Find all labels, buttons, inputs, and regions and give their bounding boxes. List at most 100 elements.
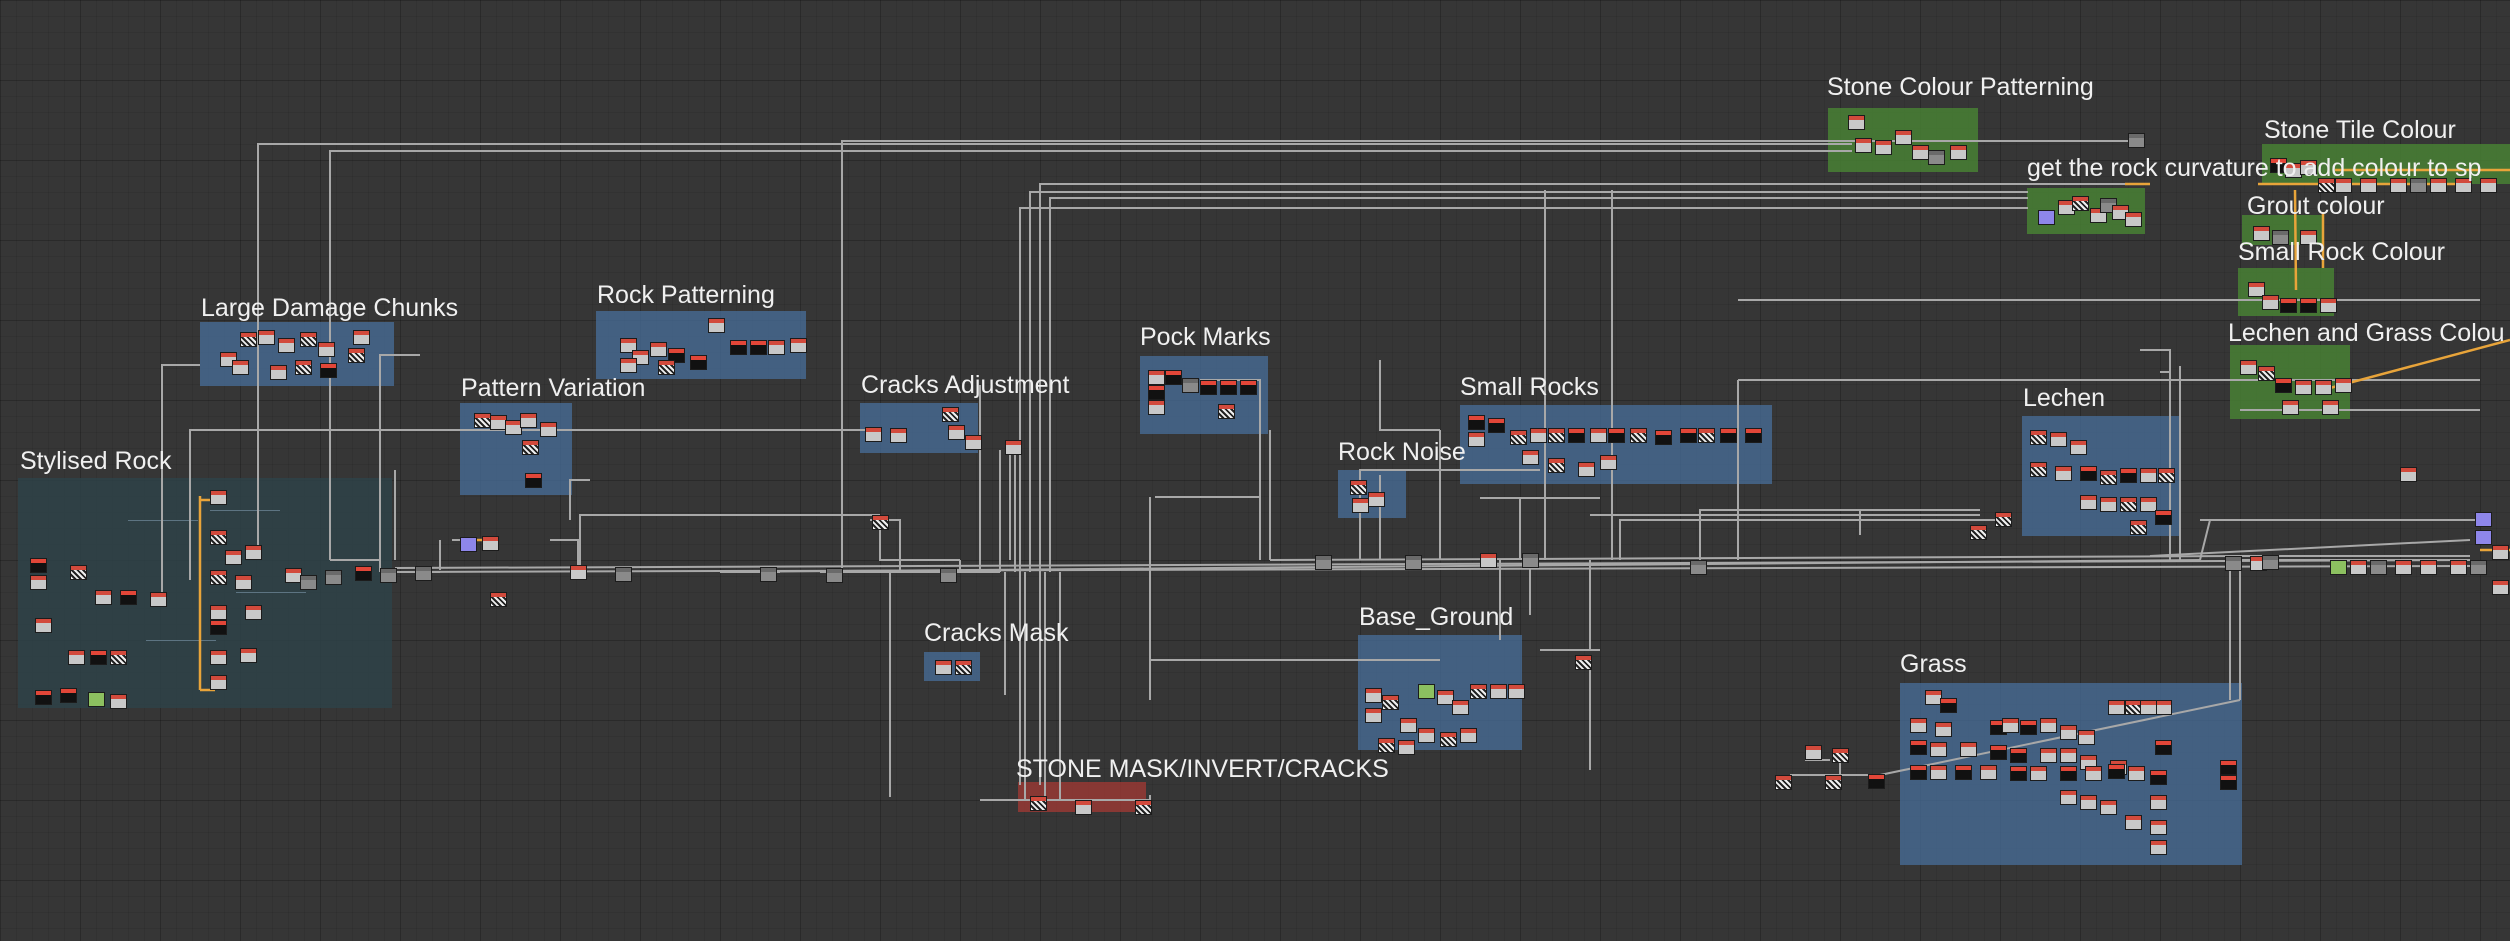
graph-node[interactable] [1522,553,1539,568]
graph-node[interactable] [150,592,167,607]
graph-node[interactable] [2318,178,2335,193]
graph-node[interactable] [2470,560,2487,575]
graph-node[interactable] [1930,765,1947,780]
graph-node[interactable] [2150,770,2167,785]
graph-node[interactable] [1418,684,1435,699]
graph-node[interactable] [1490,684,1507,699]
graph-node[interactable] [278,338,295,353]
graph-node[interactable] [380,568,397,583]
graph-node[interactable] [1440,732,1457,747]
graph-node[interactable] [490,592,507,607]
graph-node[interactable] [95,590,112,605]
graph-node[interactable] [30,558,47,573]
graph-node[interactable] [235,575,252,590]
graph-node[interactable] [1875,140,1892,155]
graph-node[interactable] [2050,432,2067,447]
graph-node[interactable] [2253,226,2270,241]
graph-node[interactable] [1350,480,1367,495]
graph-node[interactable] [240,332,257,347]
graph-node[interactable] [2030,766,2047,781]
graph-node[interactable] [2055,466,2072,481]
graph-node[interactable] [35,618,52,633]
graph-node[interactable] [68,650,85,665]
graph-node[interactable] [210,570,227,585]
graph-node[interactable] [540,422,557,437]
graph-node[interactable] [2322,400,2339,415]
graph-node[interactable] [295,360,312,375]
graph-node[interactable] [1480,553,1497,568]
frame-stylised-rock[interactable] [18,478,392,708]
graph-node[interactable] [232,360,249,375]
graph-node[interactable] [520,413,537,428]
graph-node[interactable] [525,473,542,488]
graph-node[interactable] [2400,467,2417,482]
graph-node[interactable] [2370,560,2387,575]
graph-node[interactable] [2300,160,2317,175]
graph-node[interactable] [2275,378,2292,393]
graph-node[interactable] [1510,430,1527,445]
graph-node[interactable] [1220,380,1237,395]
graph-node[interactable] [1690,560,1707,575]
graph-node[interactable] [245,545,262,560]
graph-node[interactable] [1848,115,1865,130]
graph-node[interactable] [1930,742,1947,757]
graph-node[interactable] [2282,400,2299,415]
graph-node[interactable] [1548,428,1565,443]
graph-node[interactable] [1940,698,1957,713]
graph-node[interactable] [70,565,87,580]
graph-node[interactable] [2100,497,2117,512]
graph-node[interactable] [2240,360,2257,375]
graph-node[interactable] [415,566,432,581]
graph-node[interactable] [2220,775,2237,790]
graph-node[interactable] [1608,428,1625,443]
graph-node[interactable] [1955,765,1972,780]
graph-node[interactable] [210,675,227,690]
graph-node[interactable] [1418,728,1435,743]
graph-node[interactable] [88,692,105,707]
graph-node[interactable] [1148,385,1165,400]
graph-node[interactable] [1680,428,1697,443]
graph-node[interactable] [826,568,843,583]
graph-node[interactable] [2155,700,2172,715]
graph-node[interactable] [1600,455,1617,470]
graph-node[interactable] [2150,795,2167,810]
graph-node[interactable] [1910,765,1927,780]
graph-node[interactable] [2100,470,2117,485]
graph-node[interactable] [2410,178,2427,193]
graph-node[interactable] [2020,720,2037,735]
graph-node[interactable] [1868,774,1885,789]
graph-node[interactable] [890,428,907,443]
graph-node[interactable] [1950,145,1967,160]
graph-node[interactable] [2080,795,2097,810]
graph-node[interactable] [245,605,262,620]
graph-node[interactable] [2270,158,2287,173]
graph-node[interactable] [2002,718,2019,733]
graph-node[interactable] [2295,380,2312,395]
graph-node[interactable] [1805,745,1822,760]
graph-node[interactable] [2455,178,2472,193]
graph-node[interactable] [935,660,952,675]
graph-node[interactable] [220,352,237,367]
graph-node[interactable] [1148,400,1165,415]
graph-node[interactable] [1400,718,1417,733]
graph-node[interactable] [760,567,777,582]
graph-node[interactable] [120,590,137,605]
graph-node[interactable] [110,694,127,709]
graph-node[interactable] [2010,748,2027,763]
graph-node[interactable] [2280,298,2297,313]
graph-node[interactable] [320,363,337,378]
graph-node[interactable] [2320,298,2337,313]
graph-node[interactable] [1990,745,2007,760]
graph-node[interactable] [940,568,957,583]
graph-node[interactable] [1548,458,1565,473]
graph-node[interactable] [270,365,287,380]
graph-node[interactable] [2225,556,2242,571]
graph-node[interactable] [1855,138,1872,153]
graph-node[interactable] [1075,800,1092,815]
graph-node[interactable] [1240,380,1257,395]
graph-node[interactable] [1508,684,1525,699]
graph-node[interactable] [2350,560,2367,575]
graph-node[interactable] [615,567,632,582]
graph-node[interactable] [2080,466,2097,481]
graph-node[interactable] [865,427,882,442]
